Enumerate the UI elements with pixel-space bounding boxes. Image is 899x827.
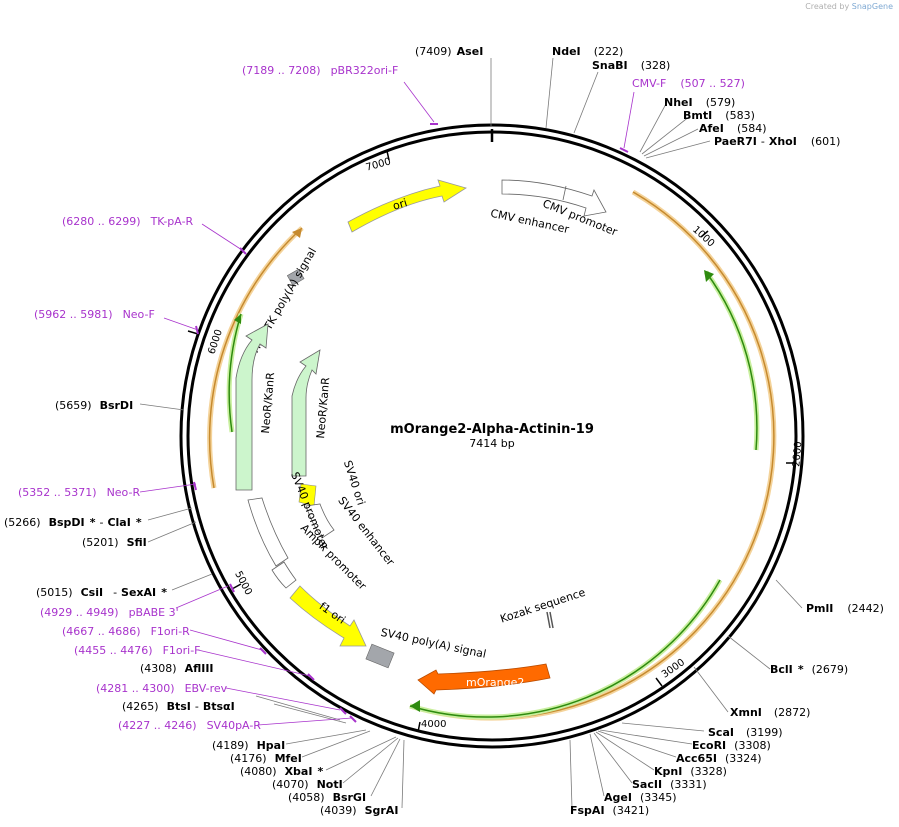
enzyme-aflIII: (4308)AflIII [140,662,214,675]
orf-left-green [228,313,242,433]
sv40-polya-label: SV40 poly(A) signal [380,626,488,661]
credit-text: Created by [805,2,850,11]
backbone-outer [179,123,805,749]
orf-arcs [207,189,777,721]
orf-green-lower-head [410,700,420,712]
sv40-enhancer-label: SV40 enhancer [335,494,397,568]
primer-leaders [139,81,635,726]
enzyme-ageI: AgeI(3345) [604,791,677,804]
plasmid-size: 7414 bp [469,437,514,450]
enzyme-ecoRI: EcoRI(3308) [692,739,771,752]
snapgene-brand: SnapGene [851,2,893,11]
enzyme-nheI: NheI (579) [664,91,735,110]
features: ori CMV promoter CMV enhancer HSV TK pol… [235,179,620,695]
enzyme-ndeI: NdeI (222) [552,40,623,59]
f1-ori-feature [289,585,367,647]
enzyme-csiI-sexAI: (5015)CsiI-SexAI * [36,581,167,600]
kozak-label: Kozak sequence [499,586,588,626]
ampr-promoter-label: AmpR promoter [298,522,369,593]
enzyme-scaI: ScaI(3199) [708,726,783,739]
cmv-divider [562,185,567,201]
primer-ebv-rev: (4281 .. 4300)EBV-rev [96,682,228,695]
primer-pbr322ori-f: (7189 .. 7208)pBR322ori-F [242,64,398,77]
orf-left [208,227,303,489]
enzyme-mfeI: (4176)MfeI [230,752,302,765]
tick-4000: 4000 [421,719,446,730]
primer-f1ori-f: (4455 .. 4476)F1ori-F [74,644,201,657]
sv40-enhancer-feature [305,503,335,539]
ampr-promoter-feature [271,561,297,589]
ori-feature [347,179,467,233]
enzyme-notI: (4070)NotI [272,778,343,791]
enzyme-sacII: SacII(3331) [632,778,707,791]
neo-outer-label: NeoR/KanR [259,371,277,434]
enzyme-bclI: BclI *(2679) [770,658,848,677]
kozak-feature [546,611,551,629]
enzyme-bsrGI: (4058)BsrGI [288,791,366,804]
enzyme-paeR7I-xhoI: PaeR7I-XhoI(601) [714,135,840,148]
orf-green-upper [705,271,758,451]
morange2-label: mOrange2 [466,676,524,689]
enzyme-btsI-btsaI: (4265)BtsI-BtsαI [122,700,235,713]
orf-left-green-head [234,314,241,324]
cmv-feature [501,179,607,217]
enzyme-kpnI: KpnI(3328) [654,765,727,778]
primer-pbabe3: (4929 .. 4949)pBABE 3' [40,606,179,619]
neo-outer-feature [235,323,269,491]
enzyme-afeI: AfeI (584) [699,117,767,136]
neo-inner-label: NeoR/KanR [314,376,332,439]
enzyme-aseI: (7409) AseI [415,40,483,59]
primer-tk-pa-r: (6280 .. 6299)TK-pA-R [62,215,194,228]
snapgene-credit: Created by SnapGene [805,2,893,11]
enzyme-sfiI: (5201)SfiI [82,536,147,549]
tick-2000: 2000 [791,441,804,467]
sv40-polya-feature [365,643,395,669]
enzyme-fspAI: FspAI(3421) [570,804,649,817]
enzyme-hpaI: (4189)HpaI [212,739,285,752]
orf-green-upper-halo [703,270,760,451]
tick-5000: 5000 [232,570,254,598]
enzyme-acc65I: Acc65I(3324) [676,752,762,765]
enzyme-bsrDI: (5659)BsrDI [55,399,133,412]
orf-green-upper-head [704,270,714,282]
enzyme-leaders [139,57,803,809]
plasmid-name: mOrange2-Alpha-Actinin-19 [390,422,594,437]
orf-green-lower [409,579,721,718]
primer-cmv-f: CMV-F(507 .. 527) [632,77,745,90]
primer-neo-f: (5962 .. 5981)Neo-F [34,308,155,321]
primer-sv40pa-r: (4227 .. 4246)SV40pA-R [118,719,261,732]
enzyme-pmlI: PmlI(2442) [806,602,884,615]
ori-label: ori [391,196,408,213]
primer-labels: (7189 .. 7208)pBR322ori-F CMV-F(507 .. 5… [18,64,745,732]
primer-neo-r: (5352 .. 5371)Neo-R [18,486,140,499]
orf-left-halo [207,226,304,489]
kozak-feature-2 [549,611,554,629]
enzyme-xbaI: (4080)XbaI * [240,760,324,779]
enzyme-snaBI: SnaBI (328) [592,54,670,73]
sv40-promoter-feature [247,497,289,567]
orf-left-head [292,228,302,238]
enzyme-xmnI: XmnI(2872) [730,706,810,719]
morange2-feature [417,663,551,695]
enzyme-bspDI-claI: (5266)BspDI *-ClaI * [4,511,142,530]
enzyme-bmtI: BmtI (583) [683,104,755,123]
enzyme-sgrAI: (4039)SgrAI [320,804,398,817]
enzyme-labels: (7409) AseI NdeI (222) SnaBI (328) NheI … [4,40,884,817]
hsv-tk-feature [286,268,305,286]
neo-inner-feature [291,349,321,477]
primer-f1ori-r: (4667 .. 4686)F1ori-R [62,625,190,638]
